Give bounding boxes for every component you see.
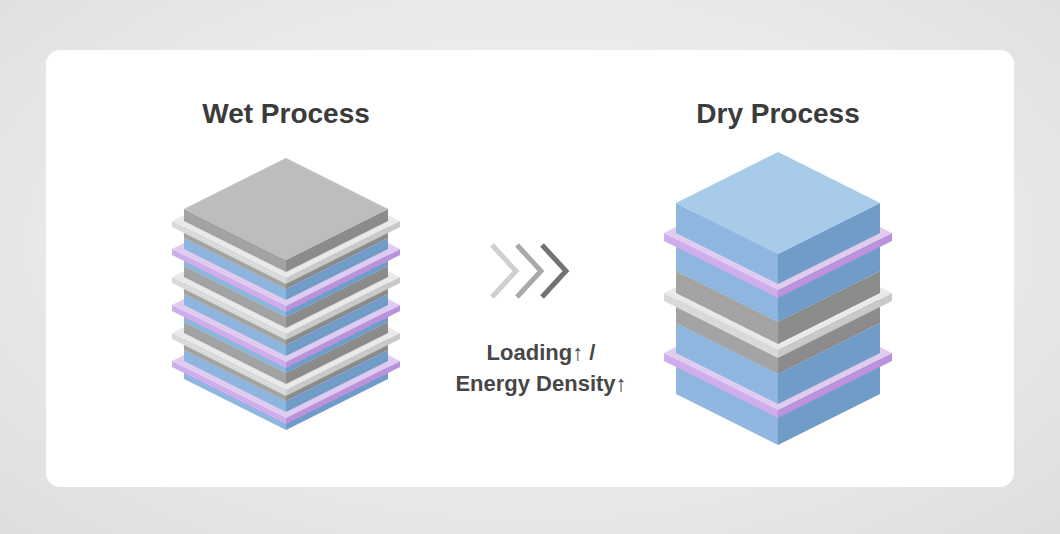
process-title: Dry Process xyxy=(696,97,859,131)
improvement-note: Loading↑ / Energy Density↑ xyxy=(450,337,632,399)
wet-stack xyxy=(172,158,400,430)
panel xyxy=(46,50,1014,487)
layer-stacks xyxy=(172,152,892,445)
chevron xyxy=(542,245,566,297)
process-title: Wet Process xyxy=(202,97,370,131)
chevron xyxy=(517,245,541,297)
electrode-layer-top xyxy=(676,152,880,254)
chevron-arrows xyxy=(492,245,566,297)
chevron xyxy=(492,245,516,297)
electrode-layer-top xyxy=(184,158,388,260)
dry-stack xyxy=(664,152,892,445)
electrode-layer xyxy=(676,152,880,284)
electrode-layer xyxy=(184,158,388,272)
